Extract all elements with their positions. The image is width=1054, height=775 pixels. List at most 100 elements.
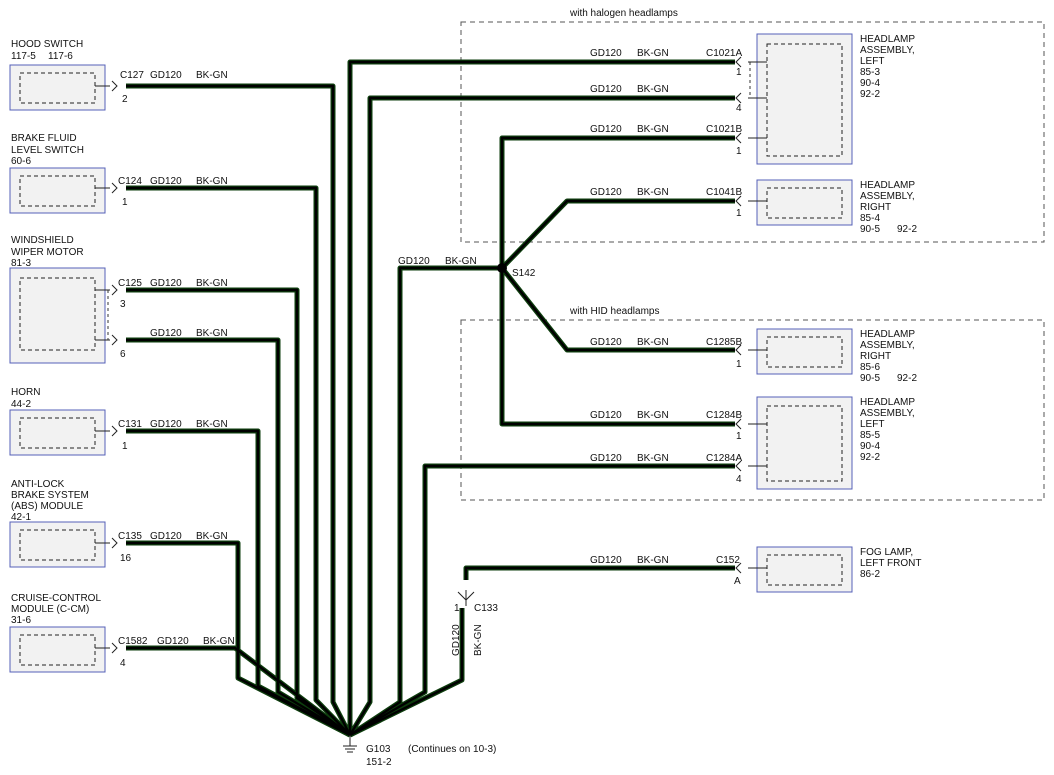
connector-c1021a-pin-4: 4 (736, 103, 742, 114)
connector-c133-pin: 1 (454, 603, 460, 614)
wire-s142-c1041b (500, 198, 735, 270)
connector-c124-name: C124 (118, 176, 142, 187)
headlamp-right-hid-internal (766, 336, 843, 368)
cruise-name-2: MODULE (C-CM) (11, 604, 89, 615)
connector-c125-pin-b: 6 (120, 349, 126, 360)
abs-name-2: BRAKE SYSTEM (11, 490, 89, 501)
brake-fluid-ref: 60-6 (11, 156, 31, 167)
color-label: BK-GN (637, 187, 669, 198)
circuit-label: GD120 (590, 48, 622, 59)
fog-lamp-name-2: LEFT FRONT (860, 558, 921, 569)
circuit-label: GD120 (150, 70, 182, 81)
color-label: BK-GN (196, 419, 228, 430)
circuit-label: GD120 (150, 419, 182, 430)
hood-switch: HOOD SWITCH 117-5 117-6 C127 2 GD120 BK-… (9, 39, 228, 111)
inline-connector-c133: 1 C133 GD120 BK-GN (451, 590, 498, 656)
horn-name: HORN (11, 387, 40, 398)
connector-c1285b-name: C1285B (706, 337, 742, 348)
connector-c1021b-pin: 1 (736, 146, 742, 157)
headlamp-right-hid-name-3: RIGHT (860, 351, 891, 362)
connector-c135-pin: 16 (120, 553, 132, 564)
headlamp-assembly-right-halogen: C1041B 1 GD120 BK-GN HEADLAMP ASSEMBLY, … (590, 179, 917, 235)
circuit-label: GD120 (590, 124, 622, 135)
ground-ref: 151-2 (366, 757, 392, 768)
color-label: BK-GN (637, 84, 669, 95)
cruise-internal (19, 634, 96, 666)
abs-internal (19, 529, 96, 561)
ground-icon (343, 735, 357, 753)
wire-headlamp-left-c1284a (348, 463, 735, 738)
connector-c1021b-name: C1021B (706, 124, 742, 135)
abs-name-3: (ABS) MODULE (11, 501, 84, 512)
headlamp-right-hid-ref-1: 85-6 (860, 362, 880, 373)
headlamp-left-hid-box (756, 396, 853, 490)
abs-name-1: ANTI-LOCK (11, 479, 65, 490)
color-label: BK-GN (637, 410, 669, 421)
connector-c1582-icon (95, 642, 118, 654)
splice-dot (497, 263, 507, 273)
connector-c1582-pin: 4 (120, 658, 126, 669)
headlamp-right-hid-ref-3: 92-2 (897, 373, 917, 384)
connector-c152-icon (735, 562, 767, 574)
connector-c152-name: C152 (716, 555, 740, 566)
circuit-label: GD120 (590, 555, 622, 566)
connector-c1285b-pin: 1 (736, 359, 742, 370)
headlamp-right-halogen-name-1: HEADLAMP (860, 180, 915, 191)
headlamp-right-halogen-ref-2: 90-5 (860, 224, 880, 235)
connector-c133-icon (457, 590, 475, 606)
vertical-circuit-label: GD120 (451, 624, 462, 656)
connector-c125-icon (95, 284, 118, 346)
connector-c125-pin-a: 3 (120, 299, 126, 310)
connector-c1021-icon (735, 56, 767, 144)
headlamp-assembly-left-hid: C1284B 1 C1284A 4 GD120 BK-GN GD120 BK-G… (590, 396, 915, 490)
circuit-label: GD120 (590, 337, 622, 348)
headlamp-right-halogen-ref-3: 92-2 (897, 224, 917, 235)
brake-fluid-name-1: BRAKE FLUID (11, 133, 77, 144)
wiper-motor-box (9, 267, 106, 364)
circuit-label: GD120 (150, 176, 182, 187)
brake-fluid-internal (19, 175, 96, 207)
connector-c133-name: C133 (474, 603, 498, 614)
connector-c1041b-icon (735, 195, 767, 207)
wiper-motor-name-1: WINDSHIELD (11, 235, 74, 246)
connector-c125-name: C125 (118, 278, 142, 289)
headlamp-right-hid-ref-2: 90-5 (860, 373, 880, 384)
halogen-headlamps-zone: with halogen headlamps (460, 8, 1045, 243)
windshield-wiper-motor: WINDSHIELD WIPER MOTOR 81-3 C125 3 6 GD1… (9, 235, 228, 364)
hood-switch-internal (19, 72, 96, 104)
abs-ref: 42-1 (11, 512, 31, 523)
circuit-label: GD120 (590, 453, 622, 464)
connector-c1582-name: C1582 (118, 636, 148, 647)
wiper-motor-ref: 81-3 (11, 258, 31, 269)
headlamp-right-halogen-ref-1: 85-4 (860, 213, 880, 224)
brake-fluid-level-switch: BRAKE FLUID LEVEL SWITCH 60-6 C124 1 GD1… (9, 133, 228, 214)
wire-fog-lamp (463, 565, 735, 580)
headlamp-left-halogen-name-1: HEADLAMP (860, 34, 915, 45)
connector-c1021a-pin-1: 1 (736, 67, 742, 78)
connector-c131-pin: 1 (122, 441, 128, 452)
connector-c124-pin: 1 (122, 197, 128, 208)
connector-c131-icon (95, 425, 118, 437)
connector-c124-icon (95, 182, 118, 194)
wire-c133 (348, 608, 465, 738)
connector-c1021a-name: C1021A (706, 48, 742, 59)
ground-name: G103 (366, 744, 391, 755)
halogen-zone-label: with halogen headlamps (569, 8, 678, 19)
hood-switch-ref-1: 117-5 (11, 51, 36, 62)
circuit-label: GD120 (157, 636, 189, 647)
headlamp-right-halogen-name-2: ASSEMBLY, (860, 191, 915, 202)
hood-switch-name: HOOD SWITCH (11, 39, 83, 50)
color-label: BK-GN (196, 328, 228, 339)
headlamp-right-hid-name-2: ASSEMBLY, (860, 340, 915, 351)
wiper-motor-internal (19, 277, 96, 351)
ground-note: (Continues on 10-3) (408, 744, 496, 755)
hid-headlamps-zone: with HID headlamps (460, 306, 1045, 501)
horn-internal (19, 417, 96, 449)
brake-fluid-name-2: LEVEL SWITCH (11, 145, 84, 156)
circuit-label: GD120 (150, 531, 182, 542)
connector-c1041b-pin: 1 (736, 208, 742, 219)
headlamp-right-hid-name-1: HEADLAMP (860, 329, 915, 340)
wire-headlamp-left-pin4 (347, 95, 735, 737)
headlamp-left-hid-name-3: LEFT (860, 419, 884, 430)
color-label: BK-GN (196, 531, 228, 542)
